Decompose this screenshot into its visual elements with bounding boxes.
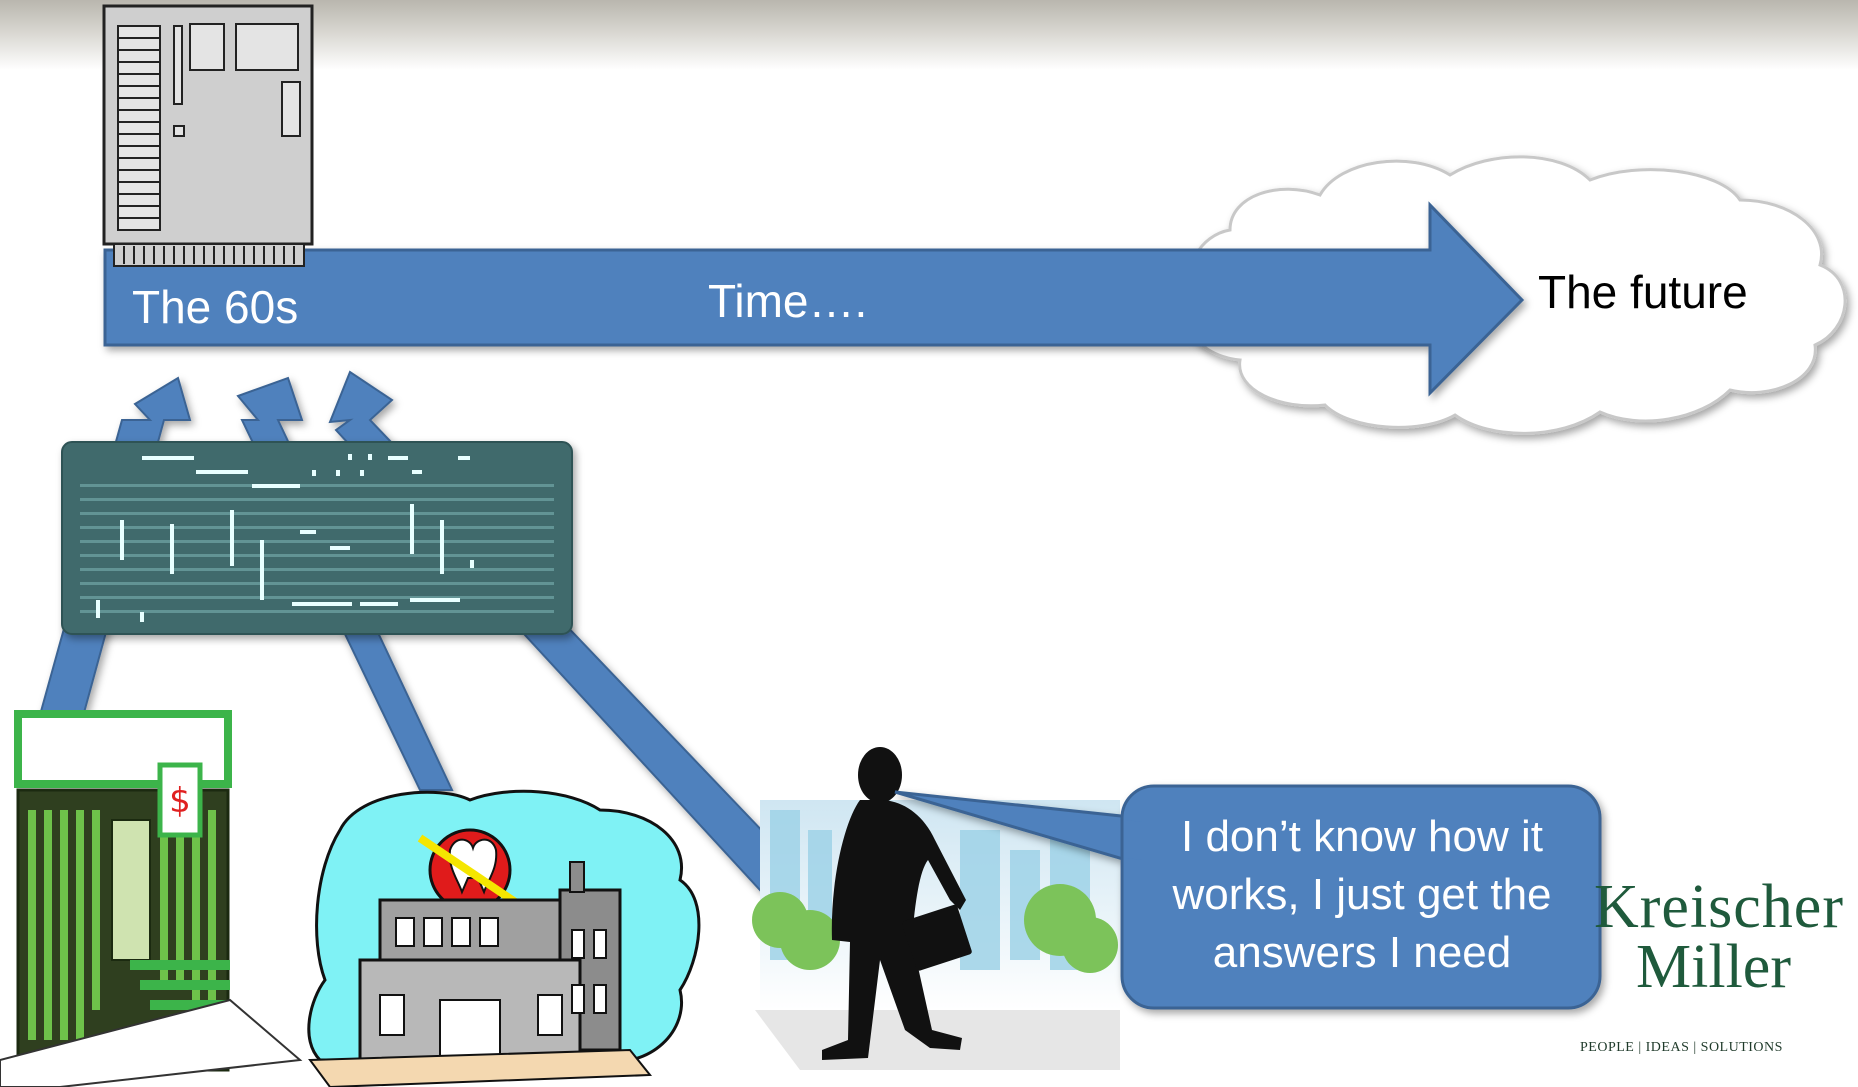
logo-name-line1: Kreischer xyxy=(1594,873,1844,941)
punch-card-icon xyxy=(61,441,573,635)
timeline-arrow xyxy=(103,201,1525,397)
svg-text:$: $ xyxy=(169,781,191,821)
computer-board-icon xyxy=(102,4,314,267)
timeline-start-label: The 60s xyxy=(132,281,299,333)
pharmacy-building-icon: $ xyxy=(0,710,303,1087)
dental-office-icon xyxy=(307,789,701,1087)
speech-bubble-text: I don’t know how it works, I just get th… xyxy=(1172,812,1552,977)
walking-businessman-icon xyxy=(822,747,972,1060)
timeline-middle-label: Time…. xyxy=(708,275,868,327)
timeline-end-label: The future xyxy=(1538,266,1748,318)
speech-bubble xyxy=(894,784,1602,1010)
logo-name-line2: Miller xyxy=(1636,933,1791,1001)
logo-tagline: PEOPLE | IDEAS | SOLUTIONS xyxy=(1580,1040,1783,1055)
